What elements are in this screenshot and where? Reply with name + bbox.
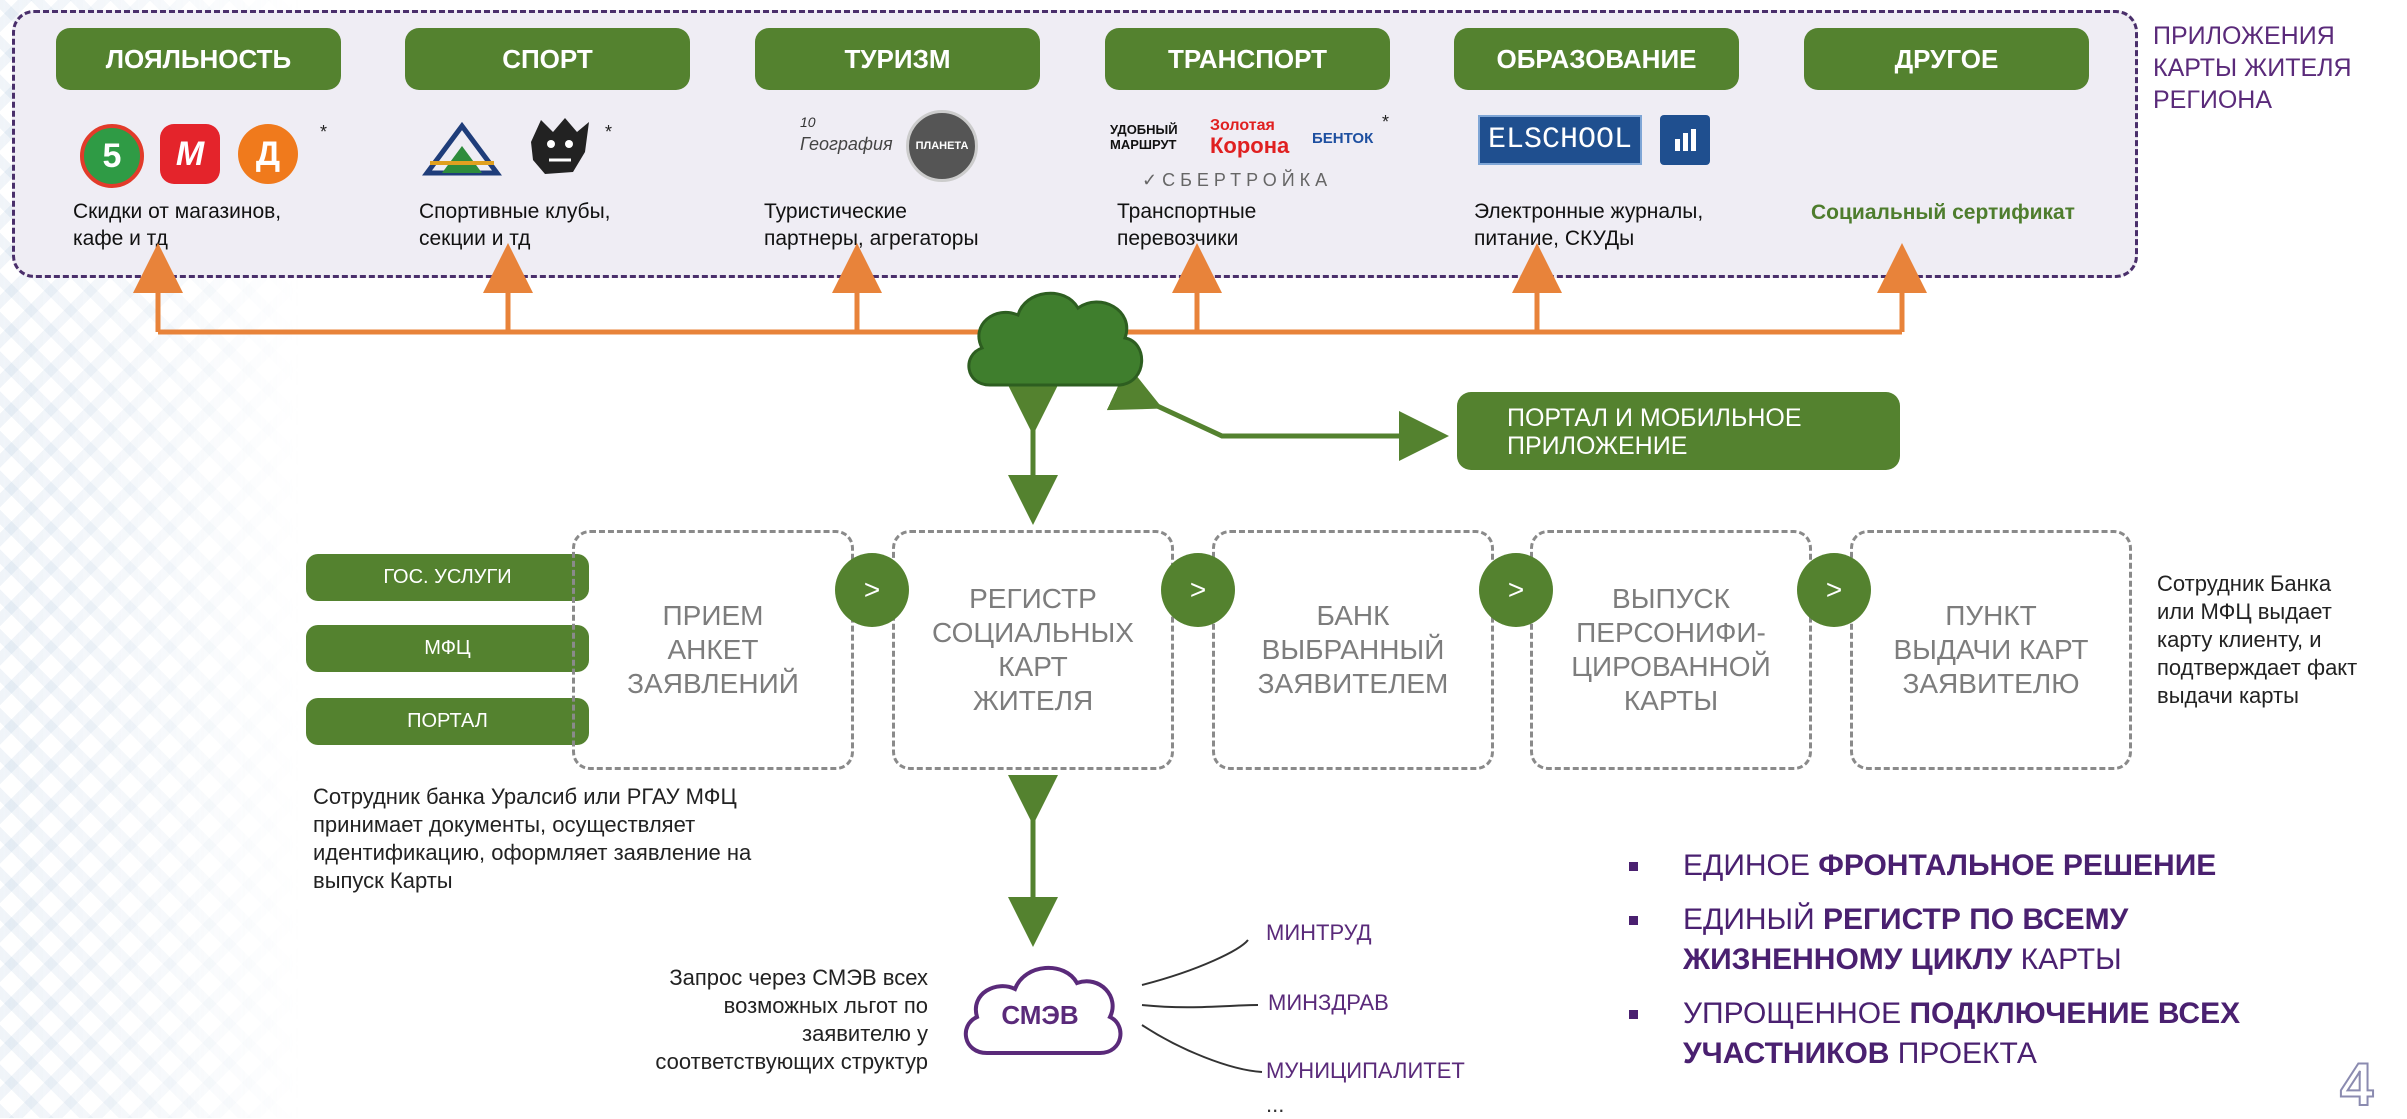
dixy-logo: Д <box>238 124 298 184</box>
bentok-logo: БЕНТОК <box>1312 130 1374 147</box>
geography-logo-top: 10 <box>800 114 816 130</box>
agency-minzdrav: МИНЗДРАВ <box>1268 990 1389 1015</box>
smev-label: СМЭВ <box>1001 1000 1079 1030</box>
step-social-card-registry: РЕГИСТР СОЦИАЛЬНЫХ КАРТ ЖИТЕЛЯ <box>892 530 1174 770</box>
step-card-pickup-point: ПУНКТ ВЫДАЧИ КАРТ ЗАЯВИТЕЛЮ <box>1850 530 2132 770</box>
step-chosen-bank: БАНК ВЫБРАННЫЙ ЗАЯВИТЕЛЕМ <box>1212 530 1494 770</box>
category-sport: СПОРТ <box>405 28 690 90</box>
portal-app-box: ПОРТАЛ И МОБИЛЬНОЕ ПРИЛОЖЕНИЕ <box>1457 392 1900 470</box>
agency-more: ... <box>1266 1092 1285 1117</box>
page-number: 4 <box>2339 1050 2374 1119</box>
desc-education: Электронные журналы, питание, СКУДы <box>1474 200 1704 250</box>
planet-logo: ПЛАНЕТА <box>906 110 978 182</box>
key-point: ЕДИНОЕ ФРОНТАЛЬНОЕ РЕШЕНИЕ <box>1625 846 2265 886</box>
desc-loyalty: Скидки от магазинов, кафе и тд <box>73 200 282 250</box>
channel-portal: ПОРТАЛ <box>306 698 589 745</box>
smev-request-note: Запрос через СМЭВ всех возможных льгот п… <box>655 965 928 1074</box>
asterisk: * <box>320 122 328 142</box>
apps-title: ПРИЛОЖЕНИЯ КАРТЫ ЖИТЕЛЯ РЕГИОНА <box>2153 22 2352 114</box>
key-point: ЕДИНЫЙ РЕГИСТР ПО ВСЕМУ ЖИЗНЕННОМУ ЦИКЛУ… <box>1625 900 2265 980</box>
category-transport: ТРАНСПОРТ <box>1105 28 1390 90</box>
check-icon: ✓ <box>1142 170 1163 190</box>
step-application-intake: ПРИЕМ АНКЕТ ЗАЯВЛЕНИЙ <box>572 530 854 770</box>
asterisk: * <box>605 122 613 142</box>
key-point: УПРОЩЕННОЕ ПОДКЛЮЧЕНИЕ ВСЕХ УЧАСТНИКОВ П… <box>1625 994 2265 1074</box>
education-app-icon <box>1660 115 1710 165</box>
geography-logo: География <box>800 134 893 154</box>
next-arrow-icon: > <box>1479 553 1553 627</box>
channel-gosuslugi: ГОС. УСЛУГИ <box>306 554 589 601</box>
hockey-club-logo <box>531 118 589 174</box>
next-arrow-icon: > <box>835 553 909 627</box>
smev-cloud-icon <box>963 966 1123 1055</box>
category-tourism: ТУРИЗМ <box>755 28 1040 90</box>
asterisk: * <box>1382 112 1390 132</box>
sbertroika-logo: ✓ СБЕРТРОЙКА <box>1142 170 1333 190</box>
next-arrow-icon: > <box>1797 553 1871 627</box>
issuance-note: Сотрудник Банка или МФЦ выдает карту кли… <box>2157 571 2358 708</box>
apps-container <box>12 10 2138 278</box>
step-card-issuance: ВЫПУСК ПЕРСОНИФИ- ЦИРОВАННОЙ КАРТЫ <box>1530 530 1812 770</box>
elschool-logo: ELSCHOOL <box>1478 115 1642 165</box>
category-education: ОБРАЗОВАНИЕ <box>1454 28 1739 90</box>
magnit-logo: М <box>160 124 220 184</box>
pyaterochka-logo: 5 <box>80 124 144 188</box>
key-points: ЕДИНОЕ ФРОНТАЛЬНОЕ РЕШЕНИЕ ЕДИНЫЙ РЕГИСТ… <box>1625 846 2265 1088</box>
channel-mfc: МФЦ <box>306 625 589 672</box>
desc-sport: Спортивные клубы, секции и тд <box>419 200 611 250</box>
sport-club-logo <box>422 121 502 176</box>
agency-municipality: МУНИЦИПАЛИТЕТ <box>1266 1058 1465 1083</box>
employee-note: Сотрудник банка Уралсиб или РГАУ МФЦ при… <box>313 784 752 893</box>
desc-other: Социальный сертификат <box>1811 201 2075 224</box>
next-arrow-icon: > <box>1161 553 1235 627</box>
category-loyalty: ЛОЯЛЬНОСТЬ <box>56 28 341 90</box>
category-other: ДРУГОЕ <box>1804 28 2089 90</box>
cloud-icon <box>967 291 1144 387</box>
agency-mintrud: МИНТРУД <box>1266 920 1372 945</box>
